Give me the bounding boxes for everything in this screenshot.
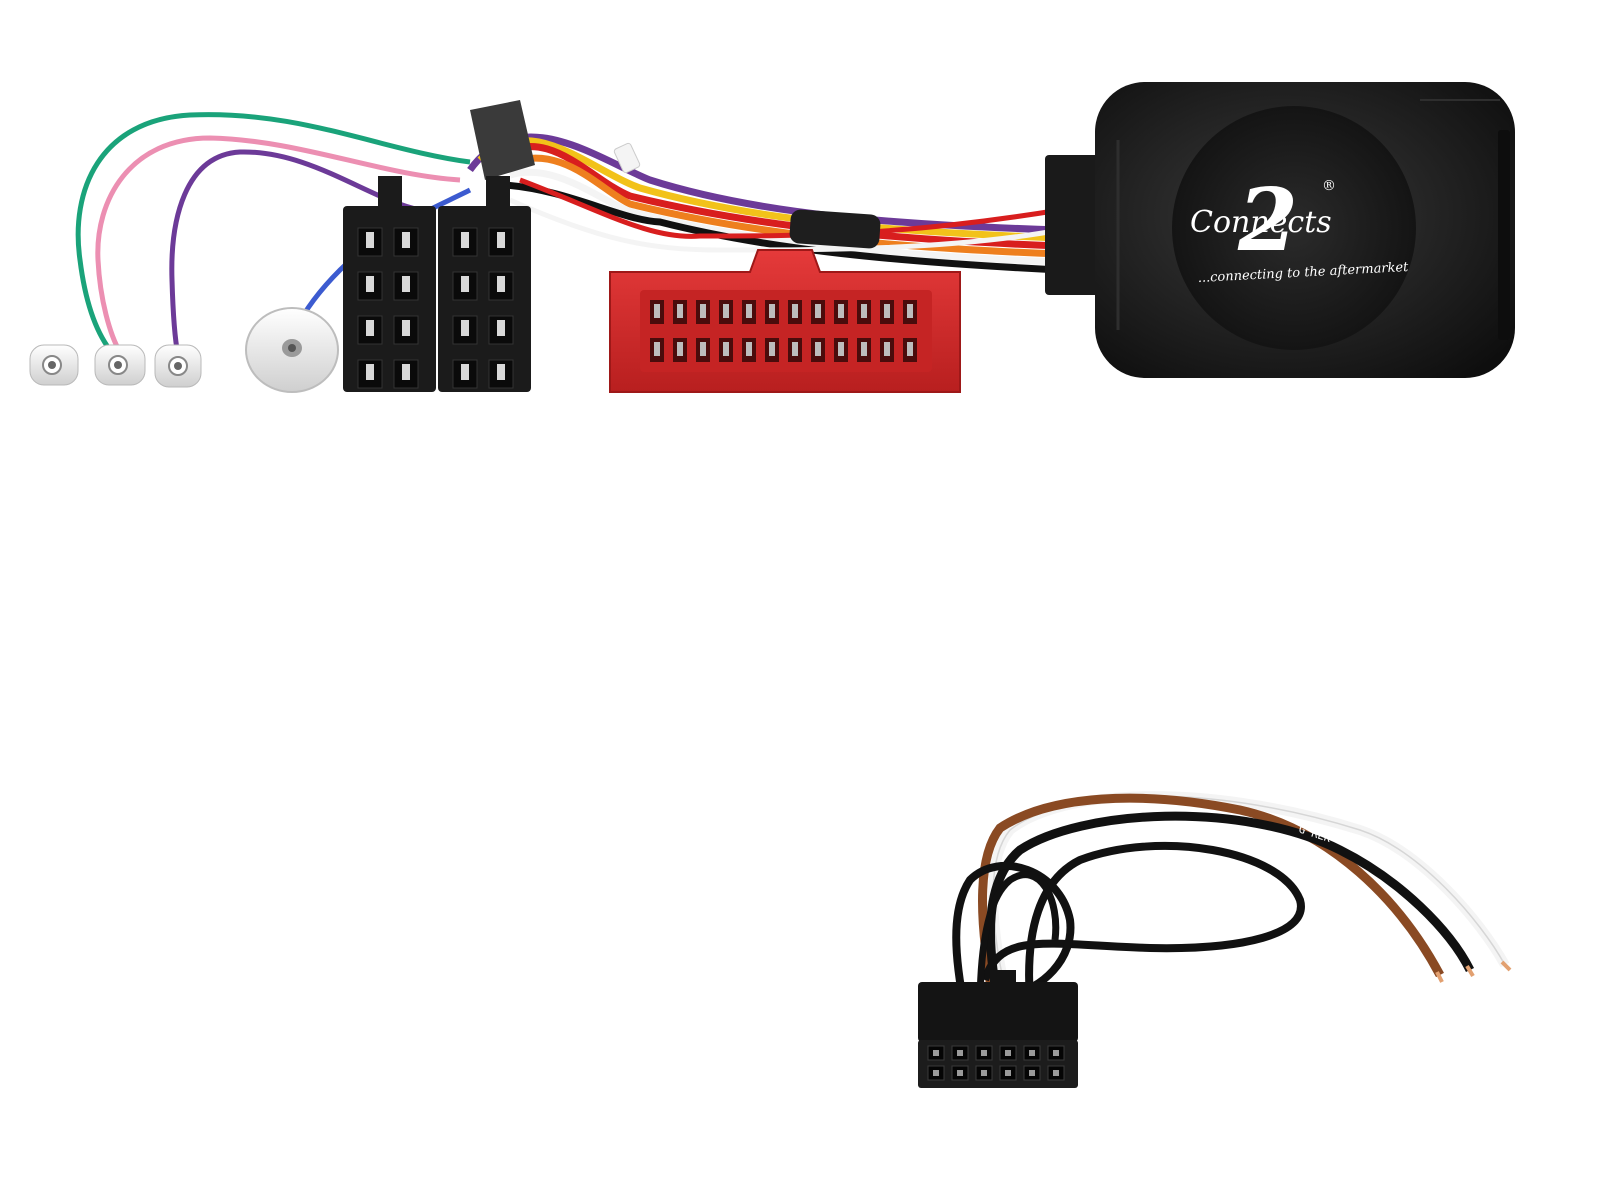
pin-cavity <box>452 359 478 389</box>
pin-cavity <box>903 338 917 362</box>
pin-cavity <box>742 338 756 362</box>
pin-cavity <box>857 338 871 362</box>
pin-cavity <box>880 300 894 324</box>
pin-cavity <box>488 227 514 257</box>
pin-cavity <box>999 1045 1017 1061</box>
pink-lead <box>95 135 461 354</box>
pin-cavity <box>393 271 419 301</box>
pin-cavity <box>488 271 514 301</box>
module-vent <box>1498 130 1510 340</box>
pin-cavity <box>488 315 514 345</box>
pin-cavity <box>834 300 848 324</box>
vehicle-connector-pins <box>650 300 917 362</box>
ring-terminal <box>154 344 202 388</box>
pin-cavity <box>788 300 802 324</box>
pin-cavity <box>650 300 664 324</box>
pin-cavity <box>1047 1065 1065 1081</box>
iso-connector-pins <box>357 227 514 389</box>
pin-cavity <box>488 359 514 389</box>
pin-cavity <box>975 1065 993 1081</box>
pin-cavity <box>1047 1045 1065 1061</box>
control-module <box>1045 82 1515 378</box>
ring-terminal <box>29 344 79 386</box>
pin-cavity <box>673 300 687 324</box>
pin-cavity <box>719 300 733 324</box>
antenna-adapter <box>245 307 339 393</box>
wire-bundle <box>467 100 1061 274</box>
pin-cavity <box>742 300 756 324</box>
pin-cavity <box>696 338 710 362</box>
iso-connector-right <box>438 176 531 392</box>
pin-cavity <box>452 271 478 301</box>
pin-cavity <box>357 271 383 301</box>
brand-name: Connects <box>1190 205 1332 240</box>
pin-cavity <box>903 300 917 324</box>
brand-number: 2 <box>1237 170 1298 271</box>
pin-cavity <box>673 338 687 362</box>
green-lead <box>75 112 471 352</box>
registered-mark: ® <box>1322 178 1336 194</box>
pin-cavity <box>975 1045 993 1061</box>
purple-lead <box>169 149 421 356</box>
pin-cavity <box>650 338 664 362</box>
pin-cavity <box>452 315 478 345</box>
pin-cavity <box>393 359 419 389</box>
pin-cavity <box>452 227 478 257</box>
pin-cavity <box>927 1045 945 1061</box>
pin-cavity <box>927 1065 945 1081</box>
pin-cavity <box>880 338 894 362</box>
pin-cavity <box>788 338 802 362</box>
pin-cavity <box>1023 1045 1041 1061</box>
pin-cavity <box>999 1065 1017 1081</box>
pin-cavity <box>811 338 825 362</box>
iso-connector-left <box>343 176 436 392</box>
pin-cavity <box>357 359 383 389</box>
ring-terminal <box>94 344 146 386</box>
pin-cavity <box>357 227 383 257</box>
pin-cavity <box>765 300 779 324</box>
pin-cavity <box>357 315 383 345</box>
pin-cavity <box>696 300 710 324</box>
pin-cavity <box>393 315 419 345</box>
pin-cavity <box>811 300 825 324</box>
pin-cavity <box>719 338 733 362</box>
pin-cavity <box>393 227 419 257</box>
pin-cavity <box>834 338 848 362</box>
pin-cavity <box>951 1065 969 1081</box>
pin-cavity <box>951 1045 969 1061</box>
main-harness: 2 ® Connects ...connecting to the afterm… <box>29 82 1515 393</box>
pin-cavity <box>765 338 779 362</box>
patch-connector-pins <box>927 1045 1065 1081</box>
pin-cavity <box>1023 1065 1041 1081</box>
patch-lead: G REK <box>918 791 1512 1088</box>
pin-cavity <box>857 300 871 324</box>
